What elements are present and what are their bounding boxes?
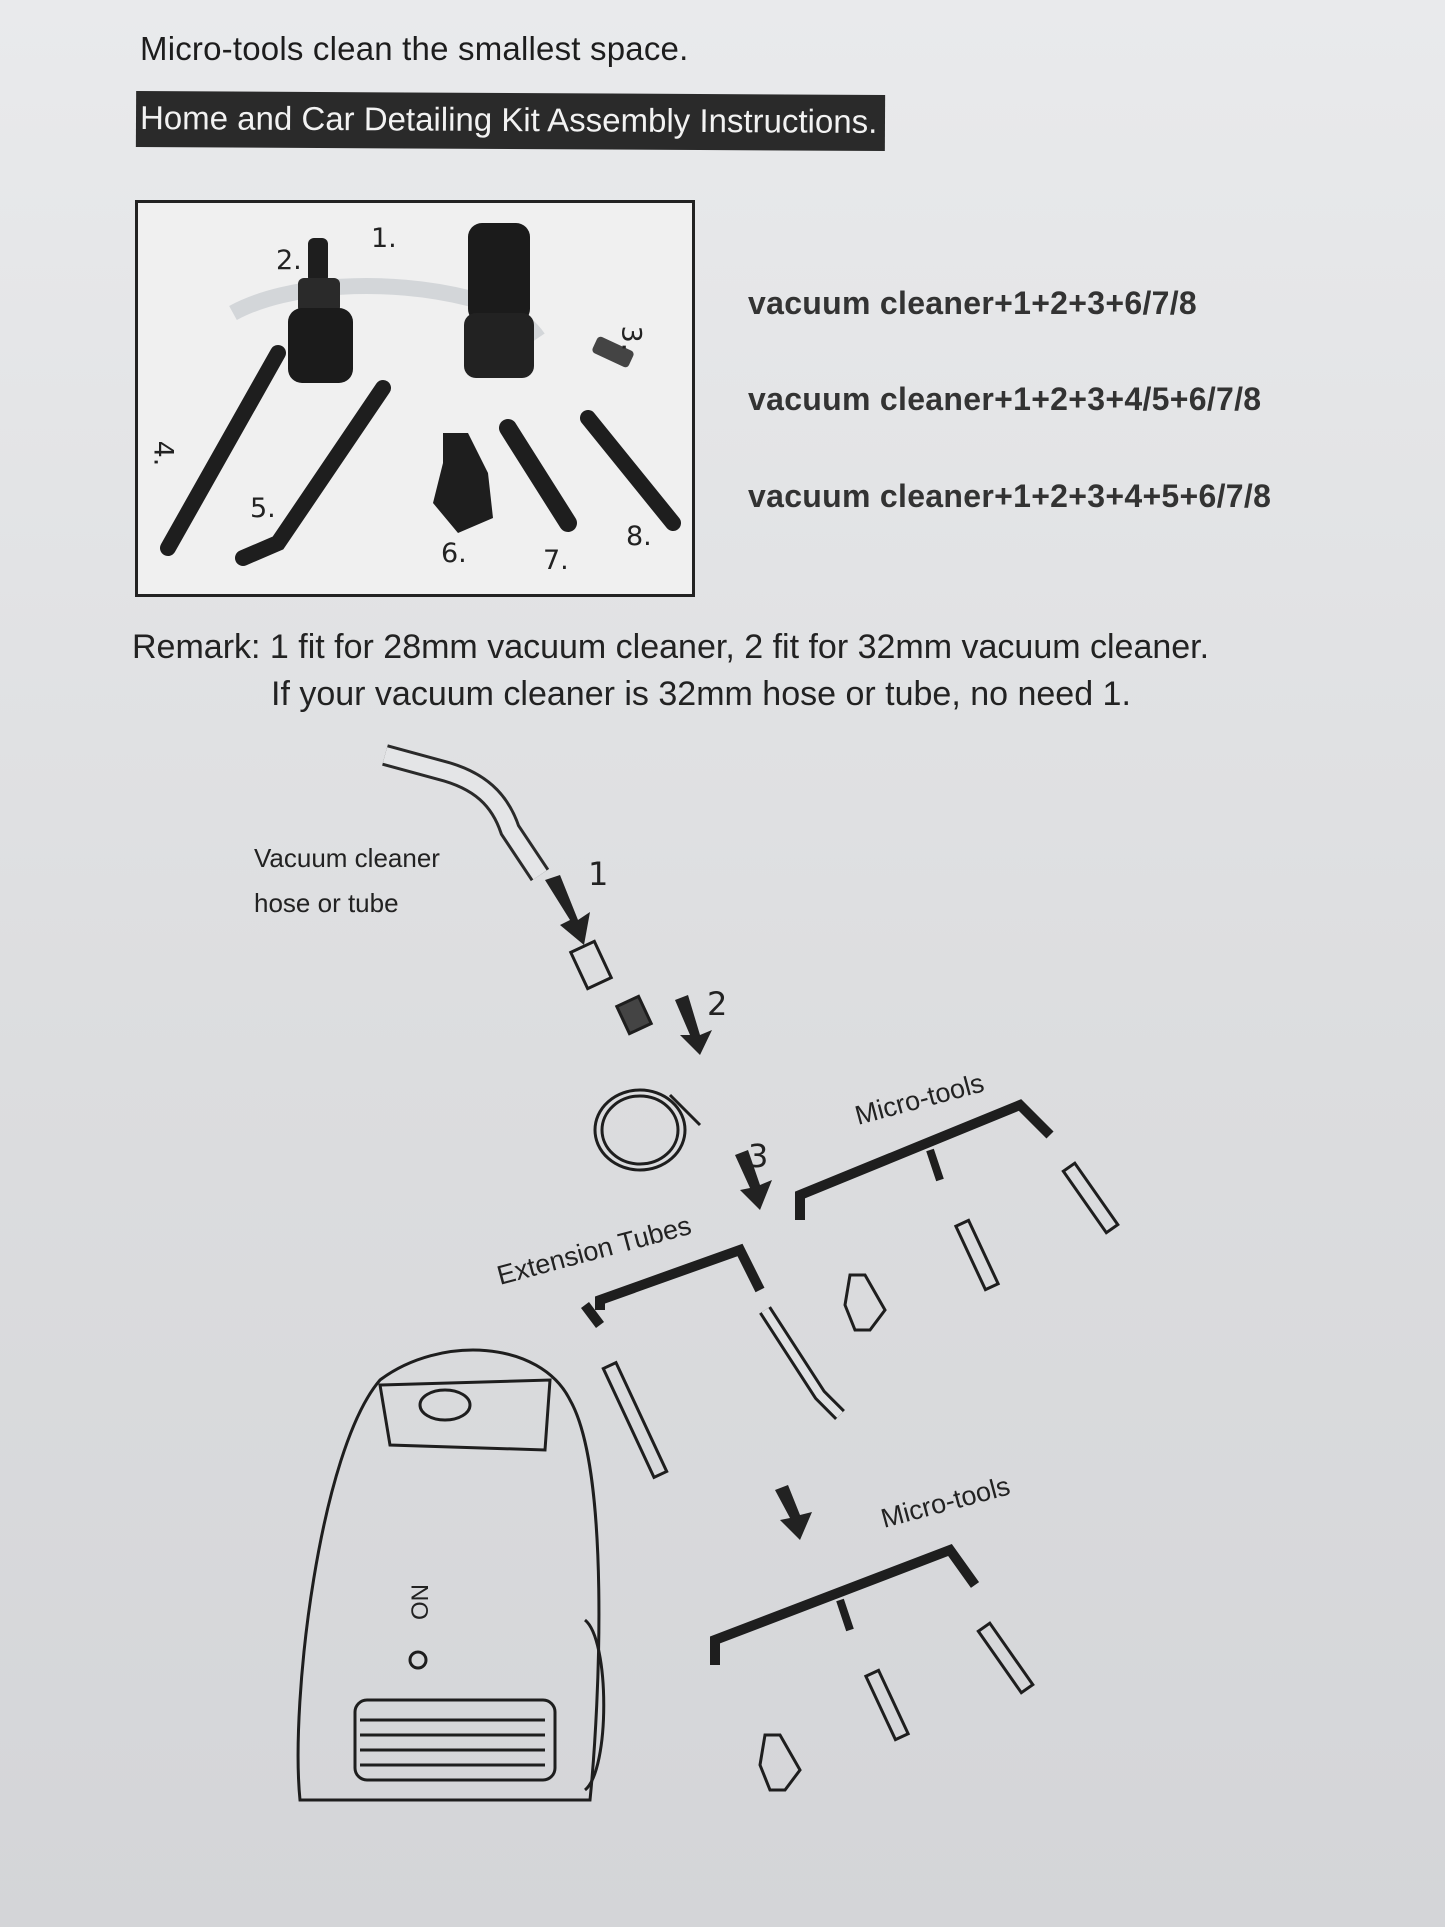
adapter-1-shape — [464, 223, 534, 378]
parts-photo: 1. 2. 3. 4. 5. 6. 7. 8. — [135, 200, 695, 597]
part-number-2: 2. — [276, 245, 302, 276]
remark-line-1: Remark: 1 fit for 28mm vacuum cleaner, 2… — [132, 628, 1210, 666]
part-number-1: 1. — [371, 223, 397, 254]
micro-tools-label-2: Micro-tools — [878, 1471, 1013, 1534]
step-3-number: 3 — [748, 1137, 769, 1175]
vacuum-switch-text: ON — [407, 1584, 434, 1620]
part-number-6: 6. — [441, 538, 467, 569]
hose-label-line-1: Vacuum cleaner — [254, 843, 440, 873]
hose-wand-shape — [382, 744, 550, 882]
combination-1: vacuum cleaner+1+2+3+6/7/8 — [748, 285, 1198, 321]
parts-illustration — [160, 223, 681, 566]
part-number-8: 8. — [626, 521, 652, 552]
step-1-number: 1 — [588, 855, 609, 893]
hose-label-line-2: hose or tube — [254, 888, 399, 918]
micro-tools-label-1: Micro-tools — [852, 1068, 987, 1131]
part-number-5: 5. — [250, 493, 276, 524]
combination-2: vacuum cleaner+1+2+3+4/5+6/7/8 — [748, 381, 1262, 417]
vacuum-cleaner-shape — [296, 1348, 606, 1802]
adapter-2-shape — [288, 238, 353, 383]
step-2-number: 2 — [707, 985, 728, 1023]
remark-line-2: If your vacuum cleaner is 32mm hose or t… — [271, 675, 1131, 713]
part-number-7: 7. — [543, 545, 569, 576]
tagline: Micro-tools clean the smallest space. — [140, 30, 689, 67]
combination-3: vacuum cleaner+1+2+3+4+5+6/7/8 — [748, 478, 1272, 514]
